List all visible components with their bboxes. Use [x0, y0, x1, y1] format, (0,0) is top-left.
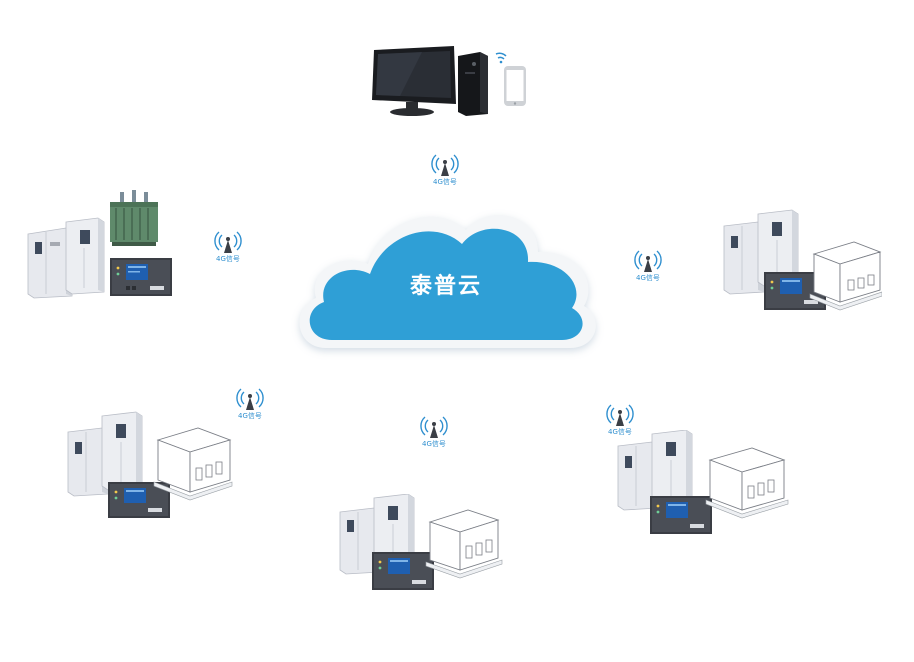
antenna-icon [606, 404, 634, 426]
switchgear-cabinet-icon [27, 227, 73, 299]
signal-marker-lower-left: 4G信号 [220, 386, 280, 424]
switchgear-cabinet-icon [757, 209, 799, 287]
controller-panel-icon [372, 552, 434, 590]
signal-marker-lower-right: 4G信号 [590, 402, 650, 440]
monitoring-workstation [362, 42, 534, 120]
desktop-computer-icon [372, 46, 526, 116]
controller-panel-icon [650, 496, 712, 534]
antenna-icon [431, 154, 459, 176]
signal-marker-right: 4G信号 [618, 248, 678, 286]
site-lower-left [66, 408, 236, 520]
site-upper-left [26, 188, 176, 300]
signal-label: 4G信号 [422, 440, 446, 448]
signal-label: 4G信号 [216, 255, 240, 263]
signal-label: 4G信号 [636, 274, 660, 282]
cloud-title: 泰普云 [409, 274, 482, 299]
signal-marker-top: 4G信号 [415, 152, 475, 190]
switchgear-cabinet-icon [101, 411, 143, 491]
switchgear-cabinet-icon [651, 430, 693, 505]
cloud-platform: 泰普云 [286, 190, 606, 360]
box-substation-icon [809, 241, 882, 311]
antenna-icon [236, 388, 264, 410]
antenna-icon [634, 250, 662, 272]
box-substation-icon [153, 427, 233, 501]
signal-marker-left: 4G信号 [198, 229, 258, 267]
site-bottom-center [338, 494, 508, 594]
signal-marker-bottom: 4G信号 [404, 414, 464, 452]
switchgear-cabinet-icon [65, 217, 105, 295]
site-upper-right [722, 208, 882, 312]
signal-label: 4G信号 [608, 428, 632, 436]
controller-panel-icon [110, 258, 172, 296]
box-substation-icon [425, 509, 503, 579]
antenna-icon [214, 231, 242, 253]
box-substation-icon [705, 447, 789, 519]
antenna-icon [420, 416, 448, 438]
cloud-icon [299, 214, 596, 348]
site-lower-right [614, 430, 794, 540]
signal-label: 4G信号 [433, 178, 457, 186]
transformer-icon [110, 190, 158, 246]
signal-label: 4G信号 [238, 412, 262, 420]
